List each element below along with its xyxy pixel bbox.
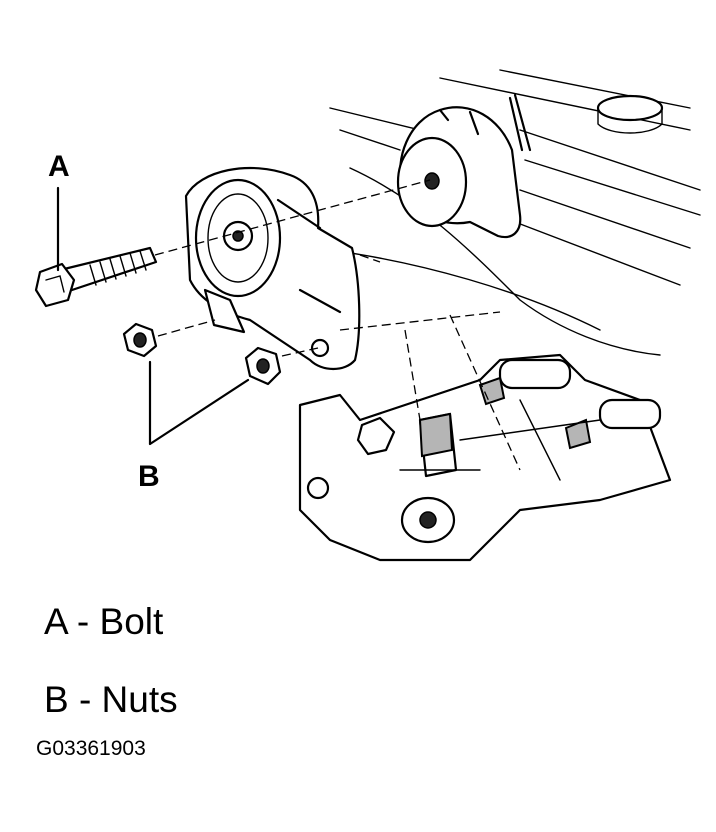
legend-bolt: A - Bolt [44, 601, 164, 642]
legend-nuts: B - Nuts [44, 679, 178, 720]
callout-b-label: B [138, 460, 160, 493]
bolt-a [34, 246, 158, 308]
engine-body-lines [329, 69, 701, 356]
mount-bracket [184, 166, 361, 371]
callout-leaders [56, 186, 250, 446]
nut-b-upper [122, 322, 158, 358]
callout-a-label: A [48, 150, 70, 183]
alignment-lines [154, 179, 521, 471]
transmission-case [298, 353, 672, 562]
exploded-mount-diagram [34, 69, 701, 562]
figure-id: G03361903 [36, 737, 146, 760]
nut-b-lower [244, 346, 282, 386]
rear-mount-cup [396, 106, 522, 239]
